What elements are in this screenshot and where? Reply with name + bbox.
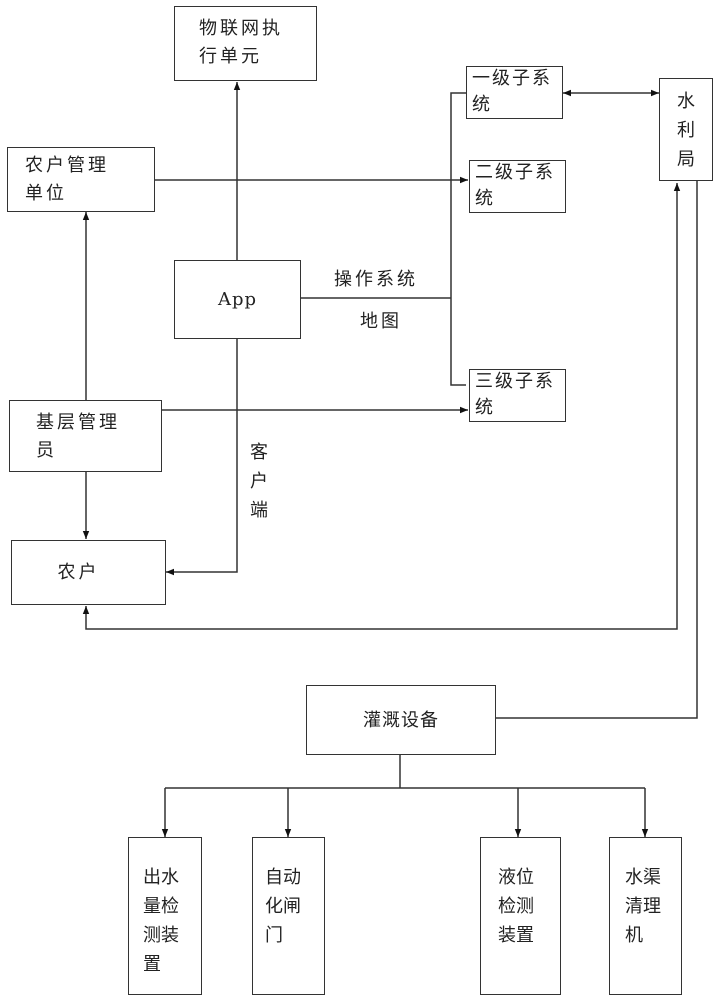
node-sub1[interactable]: 一级子系 统 [466, 66, 563, 119]
node-sub3[interactable]: 三级子系 统 [469, 369, 566, 422]
node-farmer-label: 农户 [57, 562, 100, 583]
node-irrigation-label: 灌溉设备 [363, 709, 439, 731]
node-water-bureau[interactable]: 水利局 [659, 78, 713, 181]
node-outflow-detector-label: 出水量检测装置 [143, 867, 179, 975]
node-grassroots-admin-line2: 员 [36, 440, 57, 461]
node-sub2-line2: 统 [475, 188, 496, 209]
edge-label-map: 地图 [360, 311, 402, 332]
node-sub1-line1: 一级子系 [472, 68, 552, 89]
node-auto-gate[interactable]: 自动化闸门 [252, 837, 325, 995]
node-iot-unit[interactable]: 物联网执 行单元 [174, 6, 317, 81]
node-grassroots-admin-line1: 基层管理 [36, 412, 120, 433]
node-sub3-line1: 三级子系 [475, 371, 555, 392]
node-canal-cleaner-label: 水渠清理机 [625, 867, 661, 946]
edge-label-os: 操作系统 [334, 269, 418, 290]
node-water-bureau-label: 水利局 [677, 91, 695, 170]
edge-app-to-farmer [166, 338, 238, 576]
node-canal-cleaner[interactable]: 水渠清理机 [609, 837, 682, 995]
node-farmer-mgmt-line1: 农户管理 [25, 155, 109, 176]
node-farmer-mgmt[interactable]: 农户管理 单位 [7, 147, 155, 212]
node-sub1-line2: 统 [472, 94, 493, 115]
edge-label-client: 客户端 [250, 442, 268, 521]
edge-bus-sub1-sub3 [450, 92, 466, 386]
node-irrigation[interactable]: 灌溉设备 [306, 685, 496, 755]
node-outflow-detector[interactable]: 出水量检测装置 [128, 837, 202, 995]
edge-irrigation-to-bureau [495, 180, 698, 719]
node-sub2[interactable]: 二级子系 统 [469, 160, 566, 213]
node-iot-unit-line1: 物联网执 [199, 18, 283, 39]
node-grassroots-admin[interactable]: 基层管理 员 [9, 400, 162, 472]
node-sub3-line2: 统 [475, 397, 496, 418]
node-level-detector[interactable]: 液位检测装置 [480, 837, 561, 995]
node-app-label: App [217, 289, 258, 310]
edge-bureau-farmer [82, 183, 681, 630]
node-level-detector-label: 液位检测装置 [498, 867, 534, 946]
node-farmer[interactable]: 农户 [11, 540, 166, 605]
node-sub2-line1: 二级子系 [475, 162, 555, 183]
node-app[interactable]: App [174, 260, 301, 339]
node-auto-gate-label: 自动化闸门 [265, 867, 301, 946]
node-iot-unit-line2: 行单元 [199, 46, 262, 67]
node-farmer-mgmt-line2: 单位 [25, 183, 67, 204]
